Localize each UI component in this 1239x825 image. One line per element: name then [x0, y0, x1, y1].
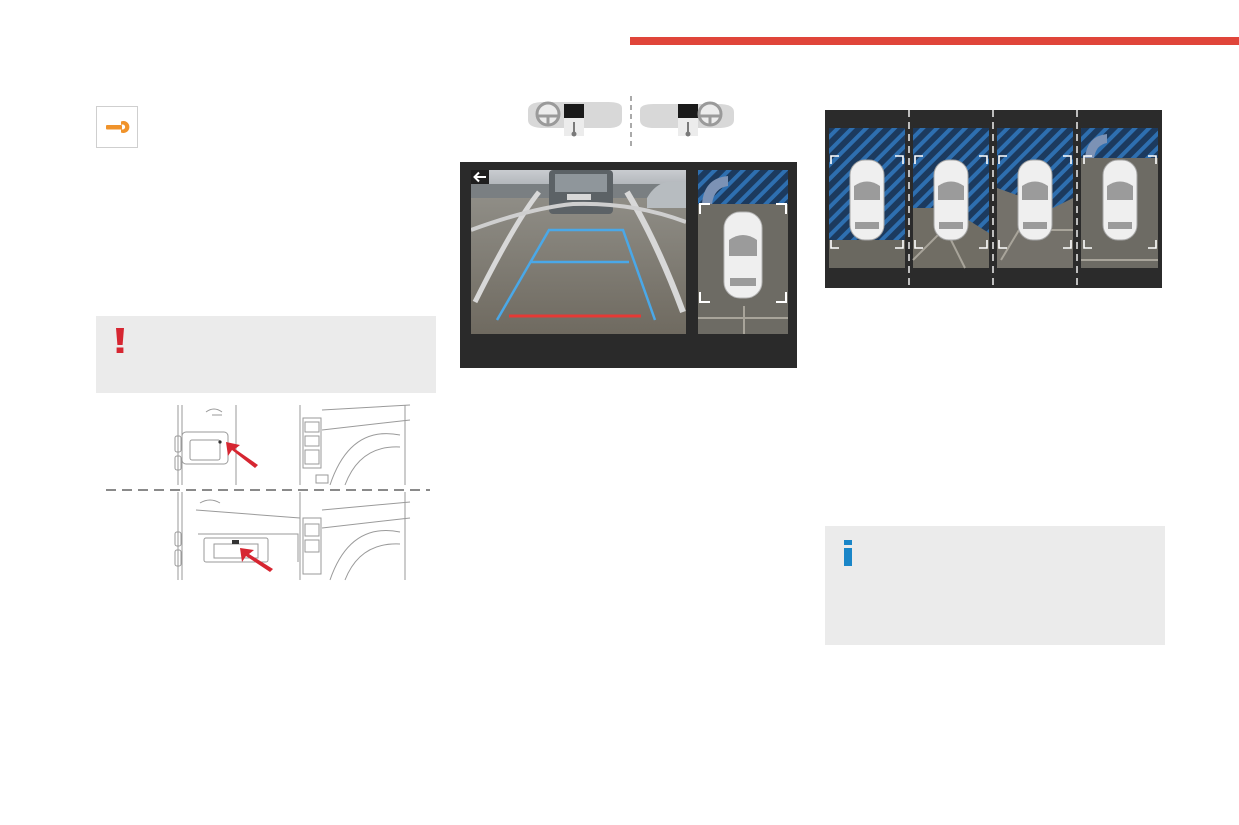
rear-camera-view: [471, 170, 686, 334]
maintenance-box: [96, 106, 138, 148]
rear-camera-location-illustration: [100, 400, 436, 585]
view-panel-1: [829, 128, 905, 268]
top-view-panel: [698, 170, 788, 334]
steering-wheel-left-icon: [528, 101, 622, 137]
wrench-icon: [106, 121, 130, 133]
van-rear-drawing: [106, 404, 430, 581]
header-accent-bar: [630, 37, 1239, 45]
view-panel-3: [997, 128, 1073, 268]
camera-view-sequence: [825, 110, 1162, 288]
view-panel-4: [1081, 128, 1158, 268]
exclamation-icon: [116, 328, 124, 353]
view-panel-2: [912, 128, 989, 269]
back-arrow-icon: [473, 171, 486, 183]
info-panel: [825, 526, 1165, 645]
info-icon: [844, 540, 852, 566]
mirror-position-icons: [522, 96, 742, 148]
steering-wheel-right-icon: [640, 101, 734, 137]
warning-panel: [96, 316, 436, 393]
back-button[interactable]: [471, 170, 489, 184]
